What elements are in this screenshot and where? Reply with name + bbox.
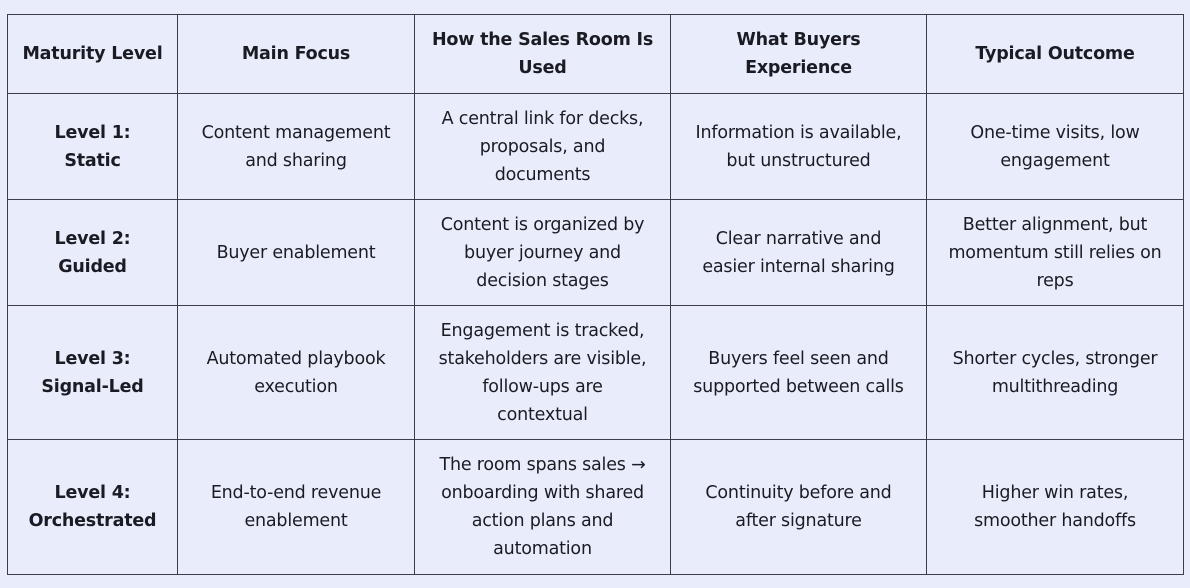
- header-main-focus: Main Focus: [177, 14, 415, 94]
- cell-text: Engagement is tracked,: [440, 320, 645, 341]
- cell-text: engagement: [1000, 150, 1110, 171]
- cell-text: execution: [254, 376, 338, 397]
- cell-text: action plans and: [471, 511, 614, 531]
- cell-text: Better alignment, but: [962, 214, 1148, 235]
- cell-text: A central link for decks,: [441, 108, 644, 129]
- sales-room-usage-cell: The room spans sales → onboarding with s…: [414, 439, 671, 575]
- sales-room-usage-cell: Engagement is tracked, stakeholders are …: [414, 305, 671, 440]
- main-focus-cell: Content management and sharing: [177, 93, 415, 200]
- cell-text: Buyers feel seen and: [708, 348, 889, 369]
- cell-text: Level 4:: [54, 483, 131, 503]
- main-focus-cell: End-to-end revenue enablement: [177, 439, 415, 575]
- header-text: Typical Outcome: [975, 44, 1135, 64]
- cell-text: easier internal sharing: [702, 256, 895, 277]
- cell-text: after signature: [735, 511, 862, 531]
- cell-text: smoother handoffs: [974, 511, 1136, 531]
- header-buyer-experience: What Buyers Experience: [670, 14, 927, 94]
- typical-outcome-cell: Better alignment, but momentum still rel…: [926, 199, 1184, 306]
- cell-text: follow-ups are: [482, 376, 603, 397]
- cell-text: documents: [494, 164, 591, 185]
- table-row: Level 4: Orchestrated End-to-end revenue…: [7, 439, 1184, 575]
- table-row: Level 3: Signal-Led Automated playbook e…: [7, 305, 1184, 440]
- header-text: Used: [518, 58, 567, 78]
- cell-text: Buyer enablement: [216, 242, 376, 263]
- cell-text: proposals, and: [479, 136, 606, 157]
- header-text: Experience: [745, 58, 852, 78]
- header-text: What Buyers: [736, 30, 861, 50]
- cell-text: onboarding with shared: [441, 483, 644, 503]
- buyer-experience-cell: Buyers feel seen and supported between c…: [670, 305, 927, 440]
- cell-text: Signal-Led: [41, 376, 144, 397]
- cell-text: End-to-end revenue: [210, 483, 382, 503]
- sales-room-usage-cell: Content is organized by buyer journey an…: [414, 199, 671, 306]
- table-row: Level 2: Guided Buyer enablement Content…: [7, 199, 1184, 306]
- cell-text: Clear narrative and: [715, 228, 882, 249]
- cell-text: Static: [64, 150, 121, 171]
- main-focus-cell: Automated playbook execution: [177, 305, 415, 440]
- maturity-level-cell: Level 1: Static: [7, 93, 178, 200]
- cell-text: Content is organized by: [440, 214, 645, 235]
- cell-text: but unstructured: [726, 150, 871, 171]
- cell-text: Information is available,: [695, 122, 902, 143]
- cell-text: Level 3:: [54, 348, 131, 369]
- cell-text: One-time visits, low: [970, 122, 1140, 143]
- header-text: Main Focus: [241, 44, 351, 64]
- cell-text: Guided: [58, 256, 127, 277]
- typical-outcome-cell: One-time visits, low engagement: [926, 93, 1184, 200]
- table-row: Level 1: Static Content management and s…: [7, 93, 1184, 200]
- header-text: How the Sales Room Is: [431, 30, 654, 50]
- header-row: Maturity Level Main Focus How the Sales …: [7, 14, 1184, 94]
- cell-text: buyer journey and: [464, 242, 621, 263]
- header-sales-room-usage: How the Sales Room Is Used: [414, 14, 671, 94]
- cell-text: stakeholders are visible,: [438, 348, 647, 369]
- sales-room-usage-cell: A central link for decks, proposals, and…: [414, 93, 671, 200]
- maturity-level-cell: Level 2: Guided: [7, 199, 178, 306]
- cell-text: automation: [493, 539, 592, 559]
- cell-text: The room spans sales →: [439, 455, 646, 475]
- cell-text: multithreading: [991, 376, 1119, 397]
- header-typical-outcome: Typical Outcome: [926, 14, 1184, 94]
- cell-text: Continuity before and: [705, 483, 892, 503]
- buyer-experience-cell: Continuity before and after signature: [670, 439, 927, 575]
- maturity-level-cell: Level 4: Orchestrated: [7, 439, 178, 575]
- main-focus-cell: Buyer enablement: [177, 199, 415, 306]
- typical-outcome-cell: Shorter cycles, stronger multithreading: [926, 305, 1184, 440]
- buyer-experience-cell: Information is available, but unstructur…: [670, 93, 927, 200]
- cell-text: contextual: [497, 404, 588, 425]
- cell-text: momentum still relies on: [948, 242, 1162, 263]
- cell-text: decision stages: [476, 270, 609, 291]
- cell-text: reps: [1036, 270, 1074, 291]
- typical-outcome-cell: Higher win rates, smoother handoffs: [926, 439, 1184, 575]
- cell-text: Level 2:: [54, 228, 131, 249]
- cell-text: Higher win rates,: [981, 483, 1129, 503]
- cell-text: and sharing: [245, 150, 347, 171]
- maturity-table: Maturity Level Main Focus How the Sales …: [7, 14, 1184, 575]
- maturity-level-cell: Level 3: Signal-Led: [7, 305, 178, 440]
- cell-text: enablement: [244, 511, 348, 531]
- buyer-experience-cell: Clear narrative and easier internal shar…: [670, 199, 927, 306]
- cell-text: Automated playbook: [206, 348, 386, 369]
- cell-text: Shorter cycles, stronger: [952, 348, 1158, 369]
- cell-text: Orchestrated: [28, 511, 157, 531]
- cell-text: Content management: [201, 122, 391, 143]
- header-maturity-level: Maturity Level: [7, 14, 178, 94]
- header-text: Maturity Level: [22, 44, 163, 64]
- cell-text: supported between calls: [693, 376, 904, 397]
- cell-text: Level 1:: [54, 122, 131, 143]
